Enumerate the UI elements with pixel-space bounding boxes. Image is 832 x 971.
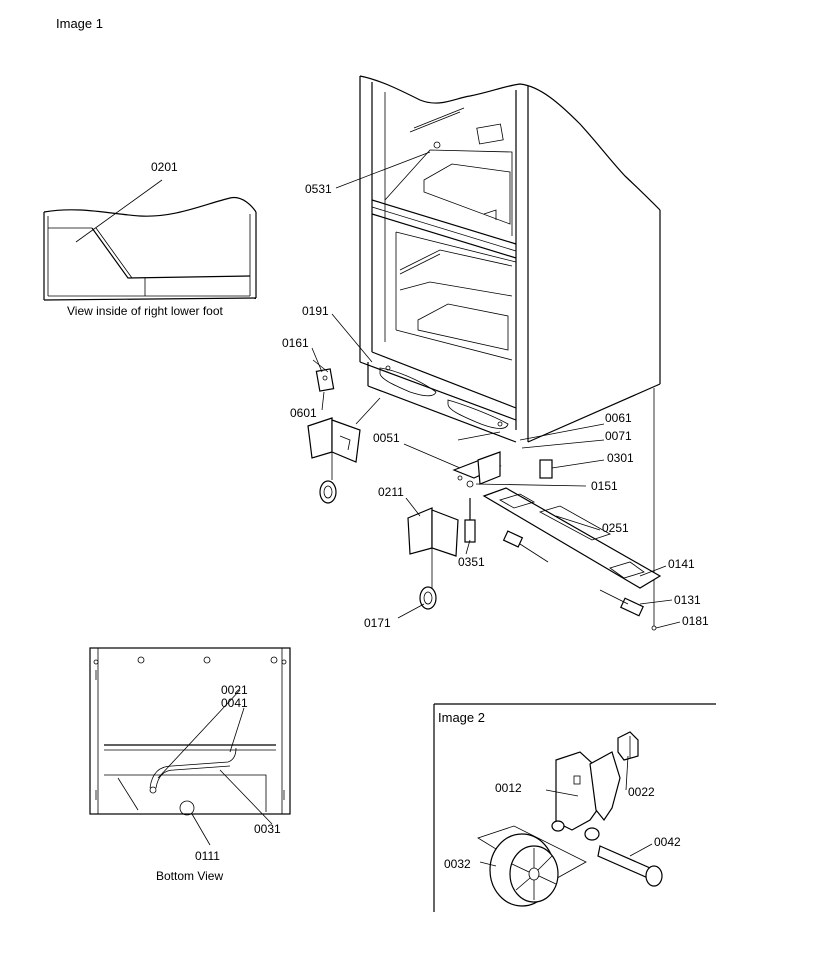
part-label-0141: 0141 bbox=[668, 557, 695, 571]
part-label-0351: 0351 bbox=[458, 555, 485, 569]
part-label-0022: 0022 bbox=[628, 785, 655, 799]
part-label-0531: 0531 bbox=[305, 182, 332, 196]
part-label-0191: 0191 bbox=[302, 304, 329, 318]
part-label-0031: 0031 bbox=[254, 822, 281, 836]
part-label-0171: 0171 bbox=[364, 616, 391, 630]
part-label-0032: 0032 bbox=[444, 857, 471, 871]
part-label-0061: 0061 bbox=[605, 411, 632, 425]
foot-inset-drawing bbox=[43, 179, 257, 301]
part-label-0601: 0601 bbox=[290, 406, 317, 420]
part-label-0201: 0201 bbox=[151, 160, 178, 174]
part-label-0161: 0161 bbox=[282, 336, 309, 350]
part-label-0131: 0131 bbox=[674, 593, 701, 607]
left-caster-assembly bbox=[307, 359, 381, 504]
foot-inset-caption: View inside of right lower foot bbox=[67, 304, 223, 318]
part-label-0051: 0051 bbox=[373, 431, 400, 445]
part-label-0251: 0251 bbox=[602, 521, 629, 535]
image2-drawing bbox=[433, 703, 716, 912]
kickplate-drawing bbox=[482, 487, 662, 631]
leader-lines bbox=[311, 151, 681, 867]
part-label-0181: 0181 bbox=[682, 614, 709, 628]
part-label-0071: 0071 bbox=[605, 429, 632, 443]
cabinet-drawing bbox=[359, 75, 661, 626]
part-label-0041: 0041 bbox=[221, 696, 248, 710]
center-bracket-assembly bbox=[407, 431, 553, 610]
part-label-0301: 0301 bbox=[607, 451, 634, 465]
part-label-0021: 0021 bbox=[221, 683, 248, 697]
part-label-0042: 0042 bbox=[654, 835, 681, 849]
part-label-0151: 0151 bbox=[591, 479, 618, 493]
image1-heading: Image 1 bbox=[56, 16, 103, 31]
bottom-view-drawing bbox=[89, 647, 291, 846]
part-label-0211: 0211 bbox=[378, 485, 404, 499]
part-label-0111: 0111 bbox=[195, 849, 220, 863]
part-label-0012: 0012 bbox=[495, 781, 522, 795]
bottom-view-caption: Bottom View bbox=[156, 869, 224, 883]
image2-heading: Image 2 bbox=[438, 710, 485, 725]
